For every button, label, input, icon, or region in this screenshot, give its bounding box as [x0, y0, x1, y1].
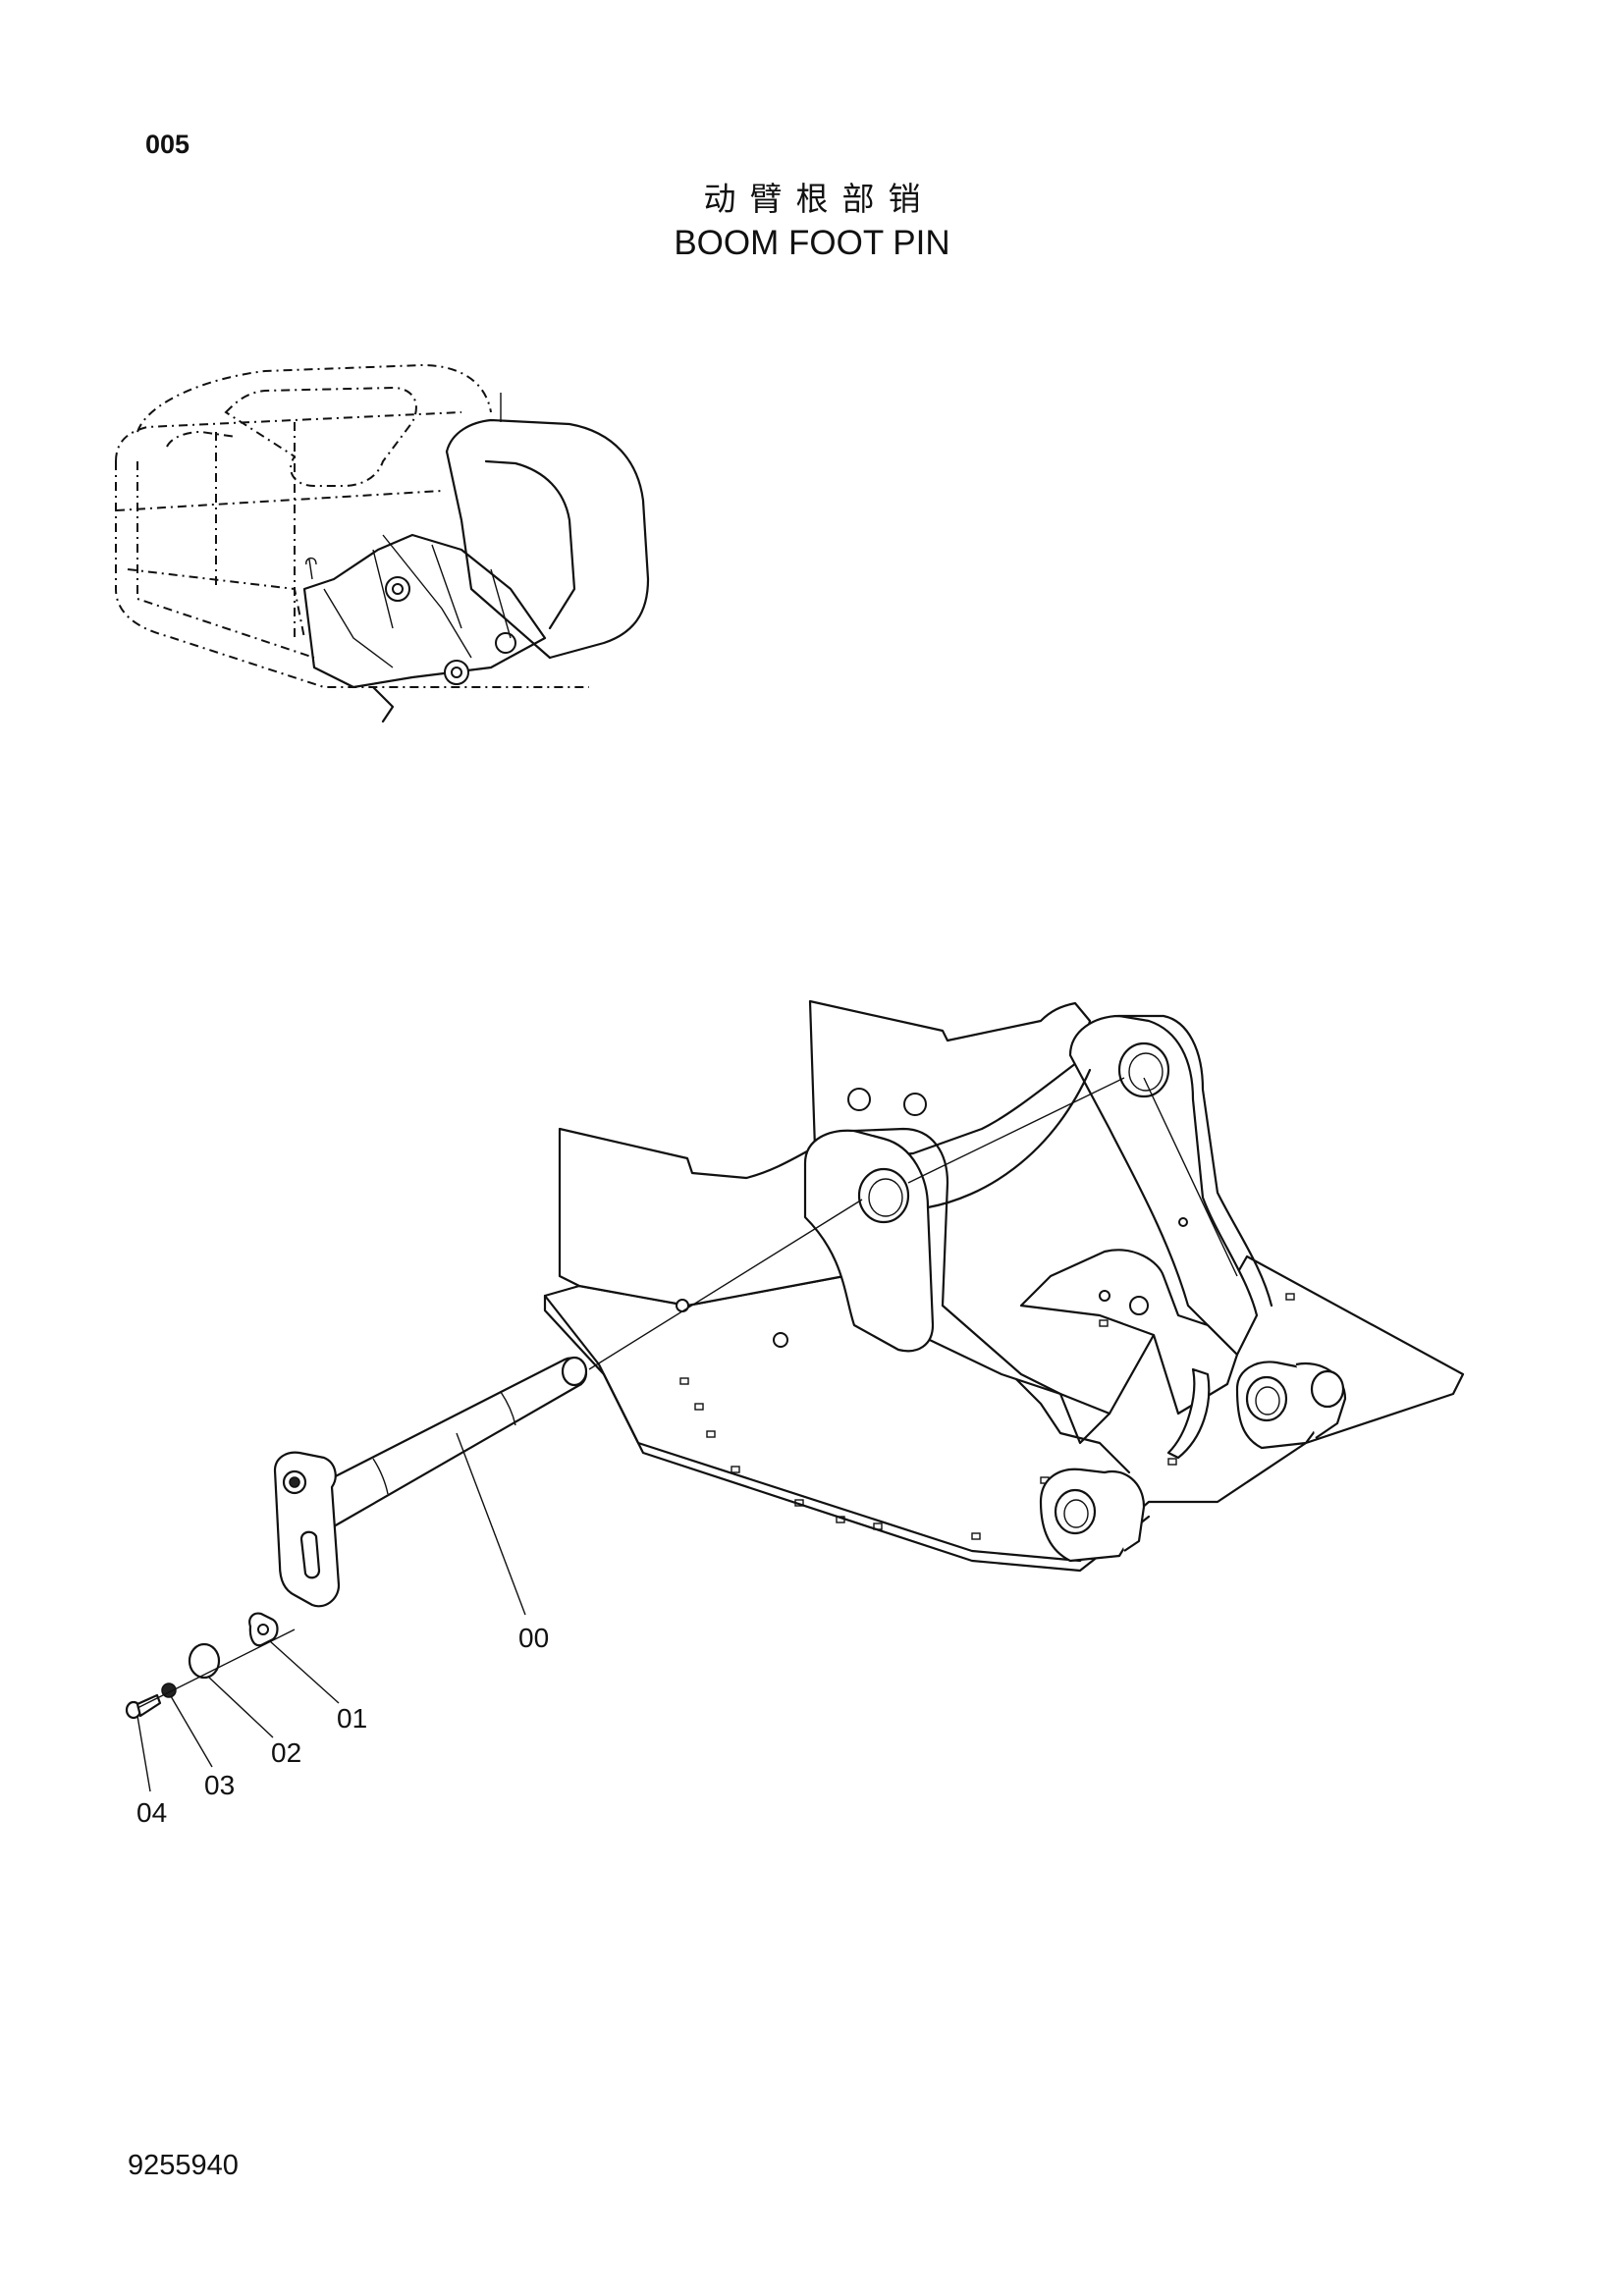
callout-01: 01: [337, 1703, 367, 1734]
callout-leaders: [136, 1432, 526, 1792]
page-code: 005: [145, 130, 190, 159]
machine-overview-illustration: [115, 363, 650, 723]
callout-02: 02: [271, 1737, 301, 1768]
callout-03: 03: [204, 1770, 235, 1800]
title-english: BOOM FOOT PIN: [674, 224, 950, 262]
document-number: 9255940: [128, 2150, 239, 2181]
upper-frame-illustration: [543, 999, 1465, 1573]
boom-foot-pin-parts: [125, 1356, 588, 1720]
bolt-part-04: [125, 1693, 162, 1720]
callout-04: 04: [136, 1797, 167, 1828]
title-chinese: 动臂根部销: [703, 180, 935, 218]
washer-part-02: [188, 1642, 221, 1680]
pin-part-00: [273, 1356, 588, 1608]
callout-00: 00: [518, 1623, 549, 1653]
